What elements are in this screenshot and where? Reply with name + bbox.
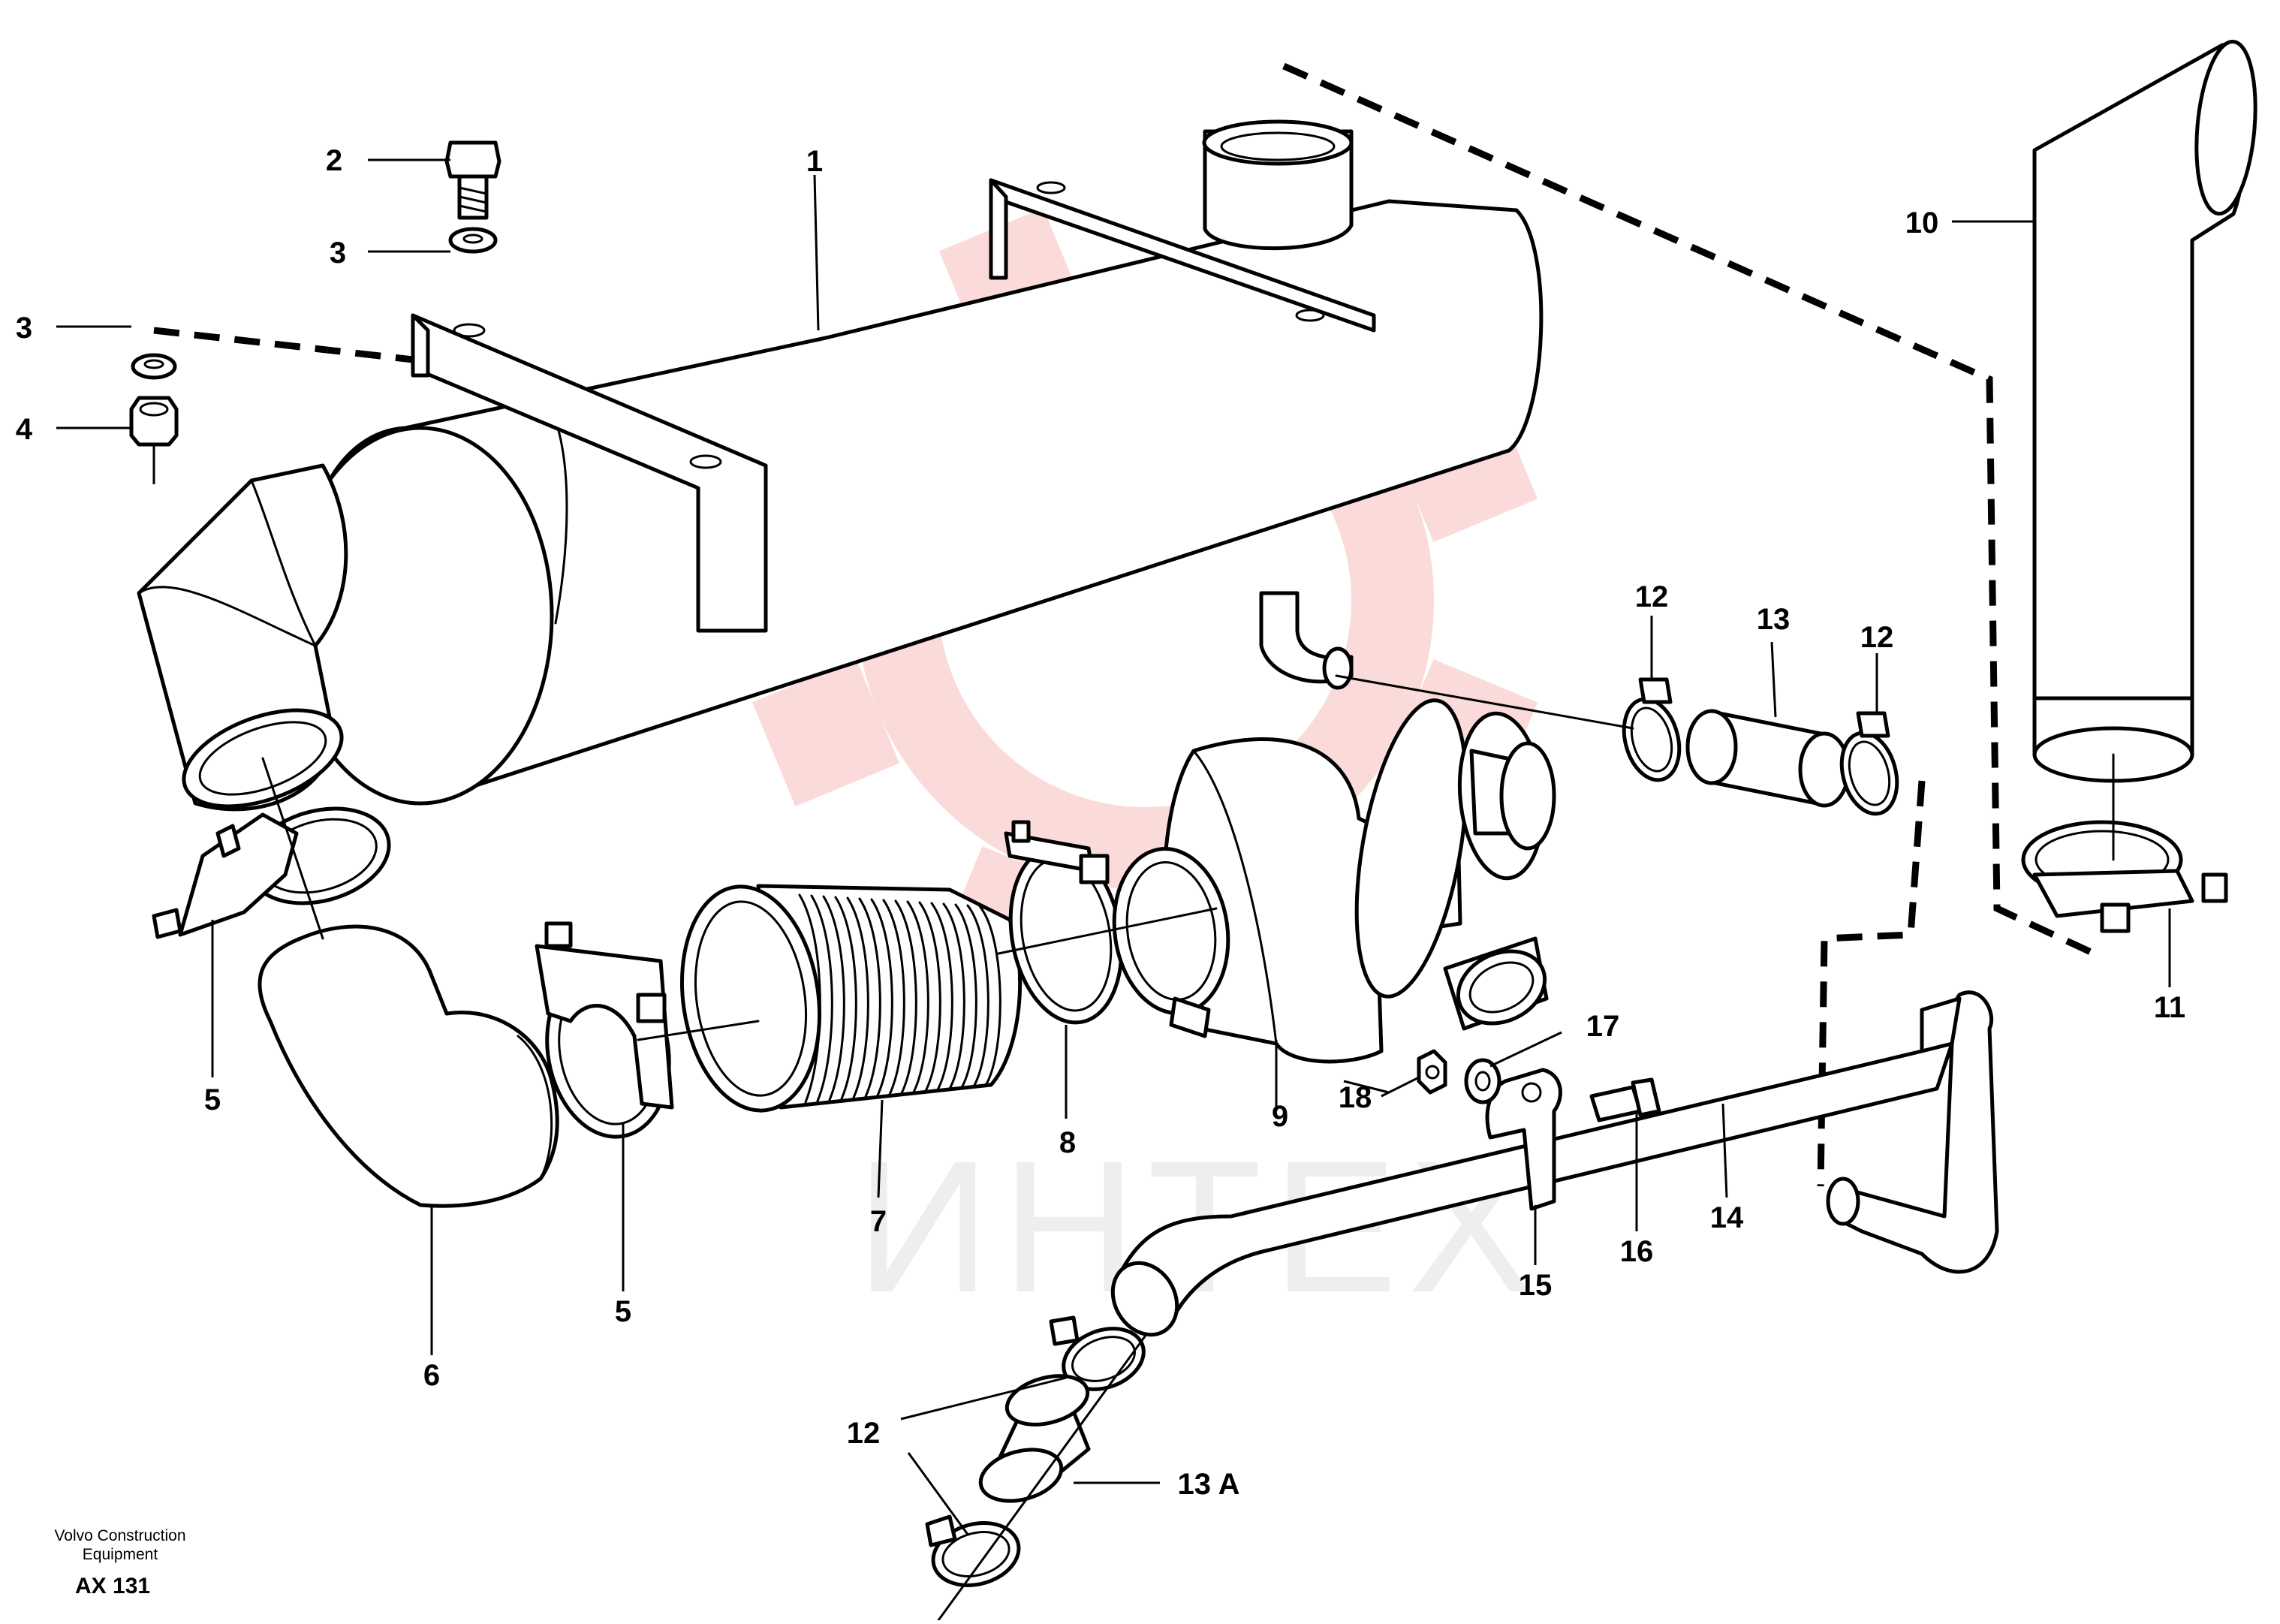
bellows-ring xyxy=(810,894,833,1102)
bellows-ring xyxy=(858,897,881,1098)
callout-6: 6 xyxy=(423,1359,440,1392)
coolant-pipe xyxy=(1110,990,1999,1337)
callout-3: 3 xyxy=(330,237,346,270)
assembly-axis-line xyxy=(937,1335,1146,1622)
bellows-ring xyxy=(822,895,845,1101)
callout-14: 14 xyxy=(1710,1201,1744,1234)
callout-7: 7 xyxy=(870,1205,887,1238)
callout-12: 12 xyxy=(847,1417,881,1450)
bellows-ring xyxy=(918,901,941,1092)
bellows-ring xyxy=(798,893,821,1104)
bellows-ring xyxy=(870,898,893,1097)
callout-11: 11 xyxy=(2154,991,2185,1024)
callout-12: 12 xyxy=(1635,580,1669,613)
bellows-ring xyxy=(834,896,857,1100)
bellows-pipe xyxy=(679,884,1023,1113)
assembly-axis-line xyxy=(261,757,324,940)
bellows-ring xyxy=(894,899,917,1095)
hose-clamp xyxy=(1839,711,1899,816)
hose-clamp xyxy=(1622,677,1682,782)
hose-clamp xyxy=(1049,1315,1146,1391)
footer-drawing-code: AX 131 xyxy=(75,1574,150,1598)
footer-company-line1: Volvo Construction xyxy=(54,1527,185,1544)
callout-5: 5 xyxy=(204,1083,221,1116)
callout-3: 3 xyxy=(16,312,32,345)
bellows-ring xyxy=(906,900,929,1093)
bellows-ring xyxy=(882,899,905,1095)
callout-8: 8 xyxy=(1059,1126,1076,1159)
assembly-axis-line xyxy=(997,907,1218,955)
stack-clamp xyxy=(2021,820,2228,933)
callout-1: 1 xyxy=(806,145,823,178)
reference-dashed-line xyxy=(1282,62,2104,961)
callout-2: 2 xyxy=(326,144,342,177)
bracket-bolt xyxy=(1589,1077,1661,1122)
coolant-hose xyxy=(1685,709,1851,808)
hose-clamp xyxy=(925,1514,1021,1587)
pipe-clamp xyxy=(535,921,674,1139)
nut xyxy=(129,396,179,484)
assembly-axis-line xyxy=(1335,674,1634,730)
callout-9: 9 xyxy=(1272,1100,1288,1133)
washer xyxy=(131,353,177,380)
bellows-ring xyxy=(954,903,977,1089)
callout-18: 18 xyxy=(1339,1081,1372,1114)
bellows-ring xyxy=(978,905,1001,1086)
washer xyxy=(1464,1058,1501,1104)
callout-13: 13 xyxy=(1757,603,1791,636)
exhaust-stack xyxy=(2032,39,2257,783)
bolt xyxy=(444,140,501,220)
footer-block: Volvo Construction Equipment AX 131 xyxy=(54,1527,185,1598)
turbocharger xyxy=(1112,698,1556,1064)
assembly-axis-line xyxy=(637,1020,760,1041)
callout-16: 16 xyxy=(1620,1235,1654,1268)
pipe-clamp xyxy=(152,806,391,939)
bellows-ring xyxy=(930,902,953,1091)
callout-labels: 1 2 3 3 4 5 5 6 7 8 9 10 11 12 12 12 13 … xyxy=(16,144,2185,1501)
bellows-ring xyxy=(942,902,965,1090)
callout-12: 12 xyxy=(1860,621,1894,654)
reference-dashed-line xyxy=(1817,780,1926,1187)
rubber-elbow xyxy=(258,924,559,1208)
callout-5: 5 xyxy=(615,1295,631,1328)
callout-13a: 13 A xyxy=(1177,1468,1239,1501)
watermark-gear-tooth xyxy=(752,659,900,807)
callout-4: 4 xyxy=(16,413,33,446)
washer xyxy=(448,227,498,254)
footer-company-line2: Equipment xyxy=(83,1546,158,1563)
callout-15: 15 xyxy=(1519,1269,1553,1302)
callout-10: 10 xyxy=(1905,206,1939,240)
bellows-ring xyxy=(846,896,869,1099)
leader-lines xyxy=(56,158,2171,1536)
nut xyxy=(1417,1049,1447,1095)
v-band-clamp xyxy=(1004,820,1124,1025)
callout-17: 17 xyxy=(1586,1010,1620,1043)
silencer-body xyxy=(137,119,1544,812)
bellows-ring xyxy=(966,904,989,1088)
